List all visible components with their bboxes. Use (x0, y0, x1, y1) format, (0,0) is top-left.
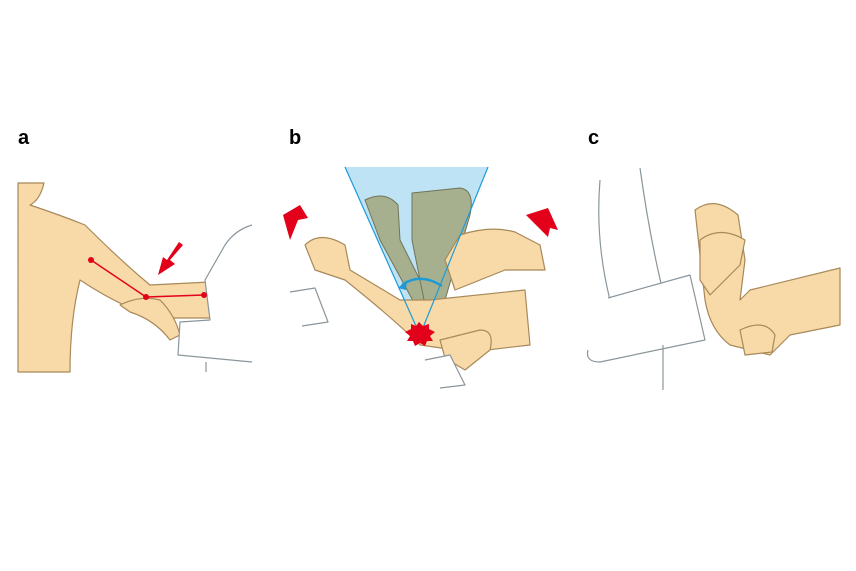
examiner-hand-top (699, 231, 746, 296)
force-arrow-icon (158, 242, 183, 275)
panel-label-b: b (289, 127, 302, 149)
examiner-coat (598, 167, 666, 301)
examiner-hand-bottom (739, 324, 776, 356)
patient-arm-left (304, 236, 531, 353)
examiner-bottom-sleeve (424, 354, 466, 389)
direction-arrow-left-icon (283, 205, 308, 240)
patient-arm-right (444, 228, 546, 291)
panel-label-a: a (18, 127, 30, 149)
examiner-sleeve (177, 224, 253, 363)
landmark-line (145, 294, 205, 298)
examiner-left-sleeve (289, 287, 329, 327)
pain-point-icon (405, 322, 435, 346)
landmark-line (90, 259, 147, 298)
panel-c-illustration (586, 167, 841, 390)
examiner-sleeve (586, 274, 706, 363)
direction-arrow-right-icon (526, 208, 558, 237)
panel-a-illustration (17, 182, 253, 373)
patient-torso-arm (17, 182, 213, 373)
examiner-hand (119, 297, 181, 341)
panel-label-c: c (588, 127, 600, 149)
panel-b-illustration (283, 166, 558, 389)
